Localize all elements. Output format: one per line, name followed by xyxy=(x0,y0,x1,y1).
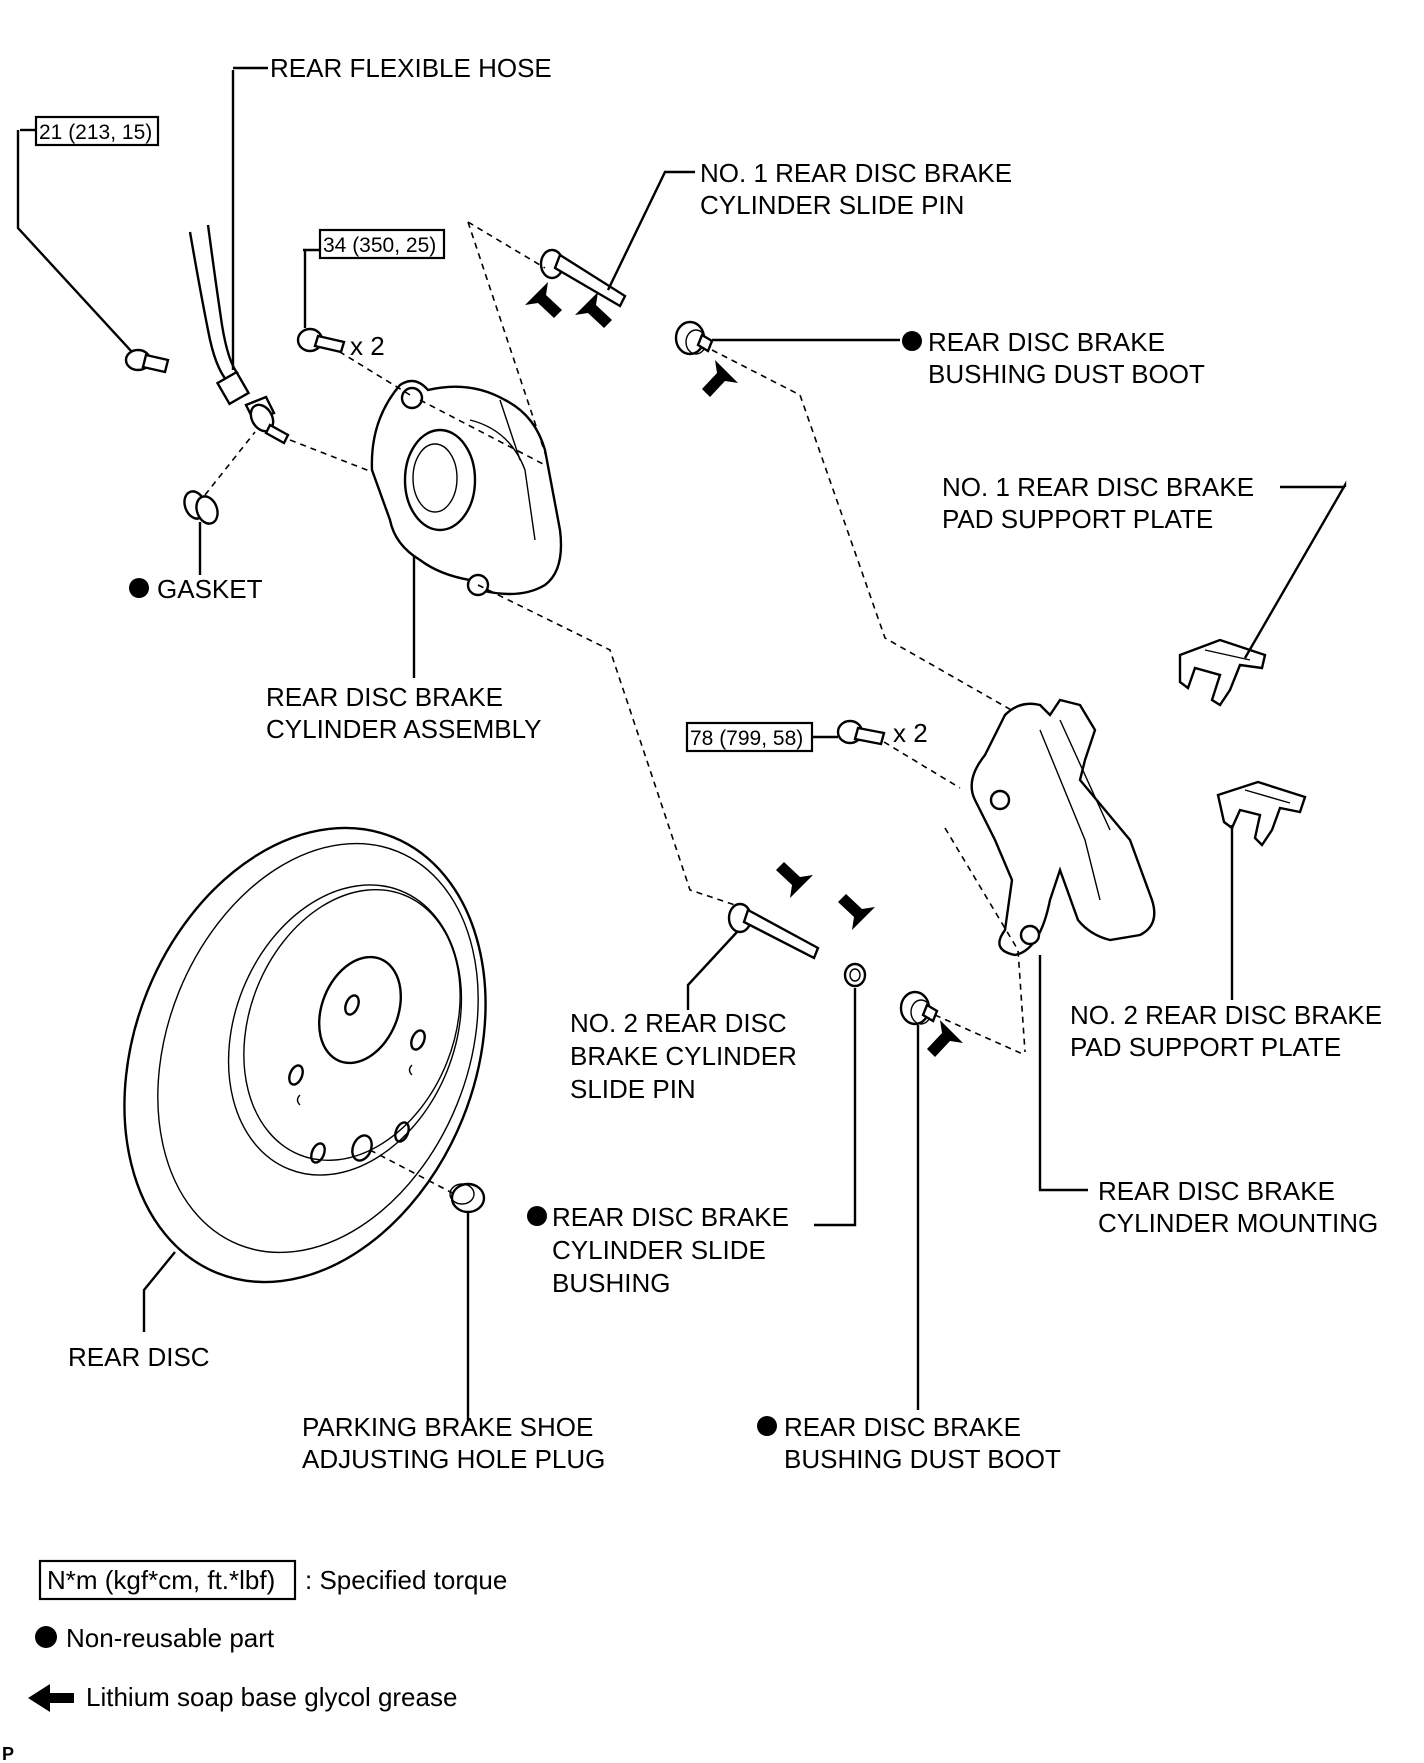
union-bolt-drawing xyxy=(16,128,170,374)
corner-mark: P xyxy=(2,1744,14,1763)
dust-boot-top-drawing xyxy=(674,320,1021,716)
cylinder-mounting-drawing xyxy=(944,698,1156,1192)
torque-cylinder-bolt: 34 (350, 25) xyxy=(323,234,436,257)
label-no2-slide-pin-line2: BRAKE CYLINDER xyxy=(570,1041,797,1071)
label-no2-pad-plate-line2: PAD SUPPORT PLATE xyxy=(1070,1032,1341,1062)
legend-torque-box xyxy=(38,1559,297,1601)
torque-mounting-bolt: 78 (799, 58) xyxy=(690,727,803,750)
mounting-bolt-drawing xyxy=(812,719,961,789)
label-dust-boot-bottom-line1: REAR DISC BRAKE xyxy=(784,1412,1021,1442)
qty-mounting-bolt: x 2 xyxy=(893,718,928,748)
label-gasket: GASKET xyxy=(157,574,263,604)
non-reusable-dot xyxy=(902,331,922,351)
label-no1-pad-plate-line1: NO. 1 REAR DISC BRAKE xyxy=(942,472,1254,502)
label-no2-slide-pin-line1: NO. 2 REAR DISC xyxy=(570,1008,787,1038)
rear-disc-drawing xyxy=(123,826,487,1284)
flexible-hose-drawing xyxy=(188,66,373,473)
gasket-drawing xyxy=(183,431,256,575)
label-rear-flexible-hose: REAR FLEXIBLE HOSE xyxy=(270,53,552,83)
non-reusable-dot xyxy=(757,1416,777,1436)
torque-box-mounting xyxy=(685,721,814,753)
legend-non-reusable: Non-reusable part xyxy=(66,1623,275,1653)
label-no1-pad-plate-line2: PAD SUPPORT PLATE xyxy=(942,504,1213,534)
legend-torque-text: : Specified torque xyxy=(305,1565,507,1595)
label-no2-slide-pin-line3: SLIDE PIN xyxy=(570,1074,696,1104)
torque-box-cylinder xyxy=(318,228,446,260)
no2-slide-pin-drawing xyxy=(477,584,820,1010)
label-dust-boot-bottom-line2: BUSHING DUST BOOT xyxy=(784,1444,1061,1474)
no2-pad-plate-drawing xyxy=(1216,780,1307,1000)
grease-arrow-icon xyxy=(28,1684,74,1712)
no1-pad-plate-drawing xyxy=(1178,480,1347,707)
slide-bushing-drawing xyxy=(814,962,867,1227)
label-slide-bushing-line3: BUSHING xyxy=(552,1268,670,1298)
non-reusable-dot xyxy=(527,1206,547,1226)
label-cylinder-mounting-line2: CYLINDER MOUNTING xyxy=(1098,1208,1378,1238)
caliper-drawing xyxy=(339,351,563,597)
filled-circle-icon xyxy=(35,1626,57,1648)
legend-grease: Lithium soap base glycol grease xyxy=(86,1682,457,1712)
label-no2-pad-plate-line1: NO. 2 REAR DISC BRAKE xyxy=(1070,1000,1382,1030)
label-cylinder-mounting-line1: REAR DISC BRAKE xyxy=(1098,1176,1335,1206)
rear-disc-leader xyxy=(142,1251,176,1332)
grease-arrows xyxy=(525,282,963,1057)
torque-box-union xyxy=(34,115,160,147)
hole-plug-drawing xyxy=(369,1149,486,1420)
qty-cylinder-bolt: x 2 xyxy=(350,331,385,361)
cylinder-bolt-drawing xyxy=(296,248,346,354)
non-reusable-dot xyxy=(129,578,149,598)
label-no1-slide-pin-line1: NO. 1 REAR DISC BRAKE xyxy=(700,158,1012,188)
label-rear-disc: REAR DISC xyxy=(68,1342,210,1372)
legend: N*m (kgf*cm, ft.*lbf) : Specified torque… xyxy=(28,1559,507,1712)
label-cylinder-assembly-line2: CYLINDER ASSEMBLY xyxy=(266,714,542,744)
label-dust-boot-top-line2: BUSHING DUST BOOT xyxy=(928,359,1205,389)
label-cylinder-assembly-line1: REAR DISC BRAKE xyxy=(266,682,503,712)
label-slide-bushing-line2: CYLINDER SLIDE xyxy=(552,1235,766,1265)
label-slide-bushing-line1: REAR DISC BRAKE xyxy=(552,1202,789,1232)
no1-slide-pin-drawing xyxy=(467,170,695,463)
torque-union-bolt: 21 (213, 15) xyxy=(39,121,152,144)
label-hole-plug-line1: PARKING BRAKE SHOE xyxy=(302,1412,593,1442)
dust-boot-bottom-drawing xyxy=(899,990,1026,1410)
label-dust-boot-top-line1: REAR DISC BRAKE xyxy=(928,327,1165,357)
legend-torque-units: N*m (kgf*cm, ft.*lbf) xyxy=(47,1565,275,1595)
label-no1-slide-pin-line2: CYLINDER SLIDE PIN xyxy=(700,190,964,220)
label-hole-plug-line2: ADJUSTING HOLE PLUG xyxy=(302,1444,605,1474)
